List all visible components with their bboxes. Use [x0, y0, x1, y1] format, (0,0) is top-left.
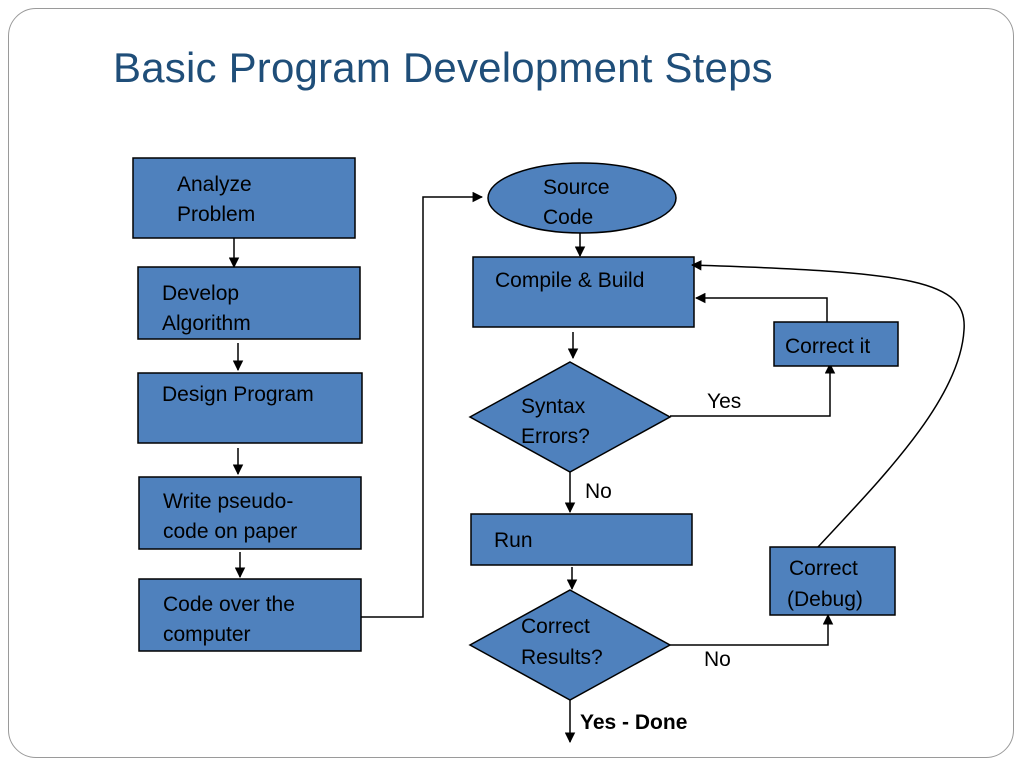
step-analyze-problem-label-2: Problem	[177, 203, 255, 226]
arrow-correct-it-to-compile	[694, 292, 828, 322]
results-yes-done-label: Yes - Done	[580, 711, 687, 734]
step-code-over-computer-label-2: computer	[163, 623, 251, 646]
arrow-code-to-source	[361, 191, 484, 618]
step-write-pseudocode: Write pseudo- code on paper	[138, 476, 362, 550]
correct-debug-box: Correct (Debug)	[769, 546, 896, 616]
step-develop-algorithm-label-1: Develop	[162, 282, 239, 305]
arrow-debug-to-compile	[690, 260, 965, 548]
correct-results-label-1: Correct	[521, 615, 590, 638]
correct-it-label: Correct it	[785, 335, 870, 358]
results-no-label: No	[704, 648, 731, 671]
step-write-pseudocode-label-2: code on paper	[163, 520, 297, 543]
correct-debug-label-2: (Debug)	[787, 588, 863, 611]
step-code-over-computer: Code over the computer	[138, 578, 362, 652]
source-code-label-1: Source	[543, 176, 610, 199]
syntax-yes-label: Yes	[707, 390, 741, 413]
correct-results-decision: Correct Results?	[468, 589, 672, 701]
source-code-terminal: Source Code	[487, 162, 677, 234]
run-label: Run	[494, 529, 533, 552]
slide-title: Basic Program Development Steps	[113, 44, 773, 91]
compile-build-box: Compile & Build	[472, 256, 695, 328]
step-develop-algorithm: Develop Algorithm	[137, 266, 361, 340]
correct-debug-label-1: Correct	[789, 557, 858, 580]
step-code-over-computer-label-1: Code over the	[163, 593, 295, 616]
syntax-errors-label-2: Errors?	[521, 425, 590, 448]
correct-results-label-2: Results?	[521, 646, 603, 669]
syntax-errors-decision: Syntax Errors?	[468, 361, 672, 473]
step-design-program-label-1: Design Program	[162, 383, 314, 406]
source-code-label-2: Code	[543, 206, 593, 229]
step-design-program: Design Program	[137, 372, 363, 444]
syntax-errors-label-1: Syntax	[521, 395, 586, 418]
arrow-syntax-yes-to-correct-it	[670, 362, 836, 417]
step-analyze-problem-label-1: Analyze	[177, 173, 252, 196]
arrow-results-no-to-debug	[670, 613, 834, 646]
correct-it-box: Correct it	[773, 321, 899, 367]
syntax-no-label: No	[585, 480, 612, 503]
step-develop-algorithm-label-2: Algorithm	[162, 312, 251, 335]
step-write-pseudocode-label-1: Write pseudo-	[163, 490, 293, 513]
run-box: Run	[470, 513, 693, 566]
compile-build-label: Compile & Build	[495, 269, 644, 292]
step-analyze-problem: Analyze Problem	[132, 157, 356, 239]
